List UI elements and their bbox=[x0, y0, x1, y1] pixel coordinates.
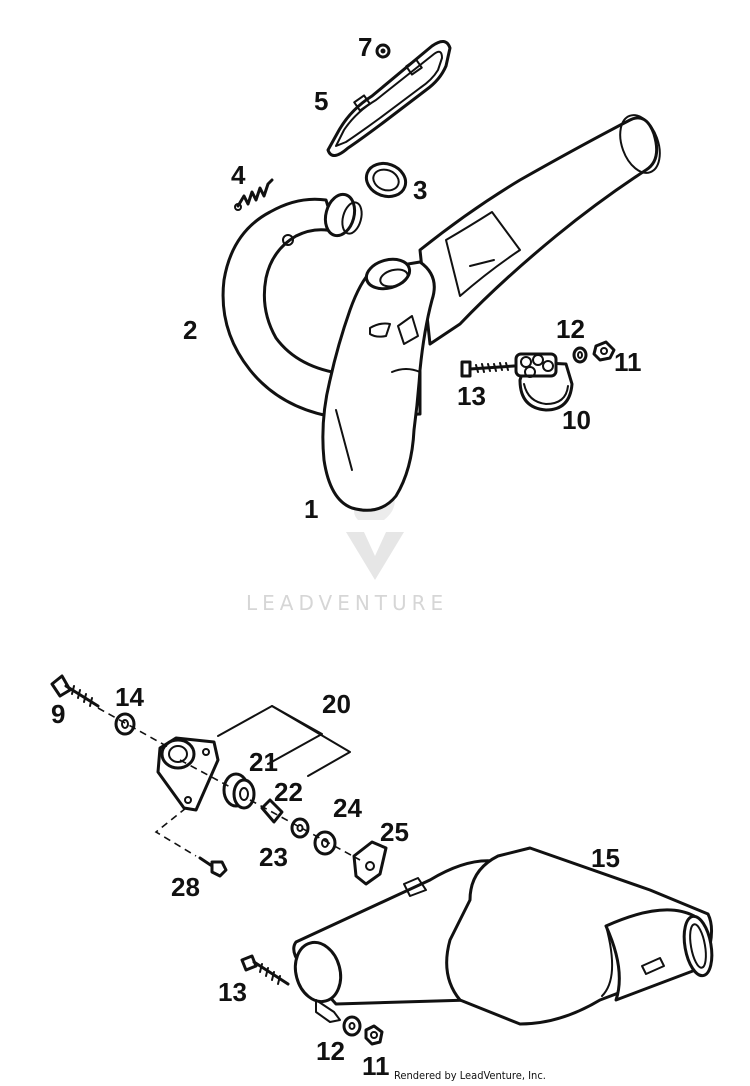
callout-1: 1 bbox=[304, 494, 318, 524]
part-11-nut-bottom bbox=[364, 1024, 384, 1046]
callout-12-top: 12 bbox=[556, 314, 585, 344]
callout-2: 2 bbox=[183, 315, 197, 345]
callout-13-top: 13 bbox=[457, 381, 486, 411]
callout-23: 23 bbox=[259, 842, 288, 872]
callout-15: 15 bbox=[591, 843, 620, 873]
callout-labels: 7 5 4 3 2 12 11 13 10 1 20 14 9 21 22 24… bbox=[51, 32, 642, 1081]
callout-25: 25 bbox=[380, 817, 409, 847]
part-21-grommet bbox=[222, 772, 256, 810]
part-25-clip bbox=[352, 840, 388, 886]
part-12-washer-top bbox=[572, 346, 588, 364]
part-11-nut-top bbox=[592, 340, 616, 362]
part-1-exhaust-pipe bbox=[321, 114, 661, 512]
part-4-spring bbox=[234, 178, 274, 211]
alignment-lines bbox=[97, 707, 361, 861]
watermark-text: LEADVENTURE bbox=[246, 591, 448, 615]
part-13-bolt-top bbox=[460, 360, 516, 378]
callout-4: 4 bbox=[231, 160, 246, 190]
callout-10: 10 bbox=[562, 405, 591, 435]
callout-3: 3 bbox=[413, 175, 427, 205]
part-10-clamp bbox=[514, 352, 574, 412]
rendered-by-footer: Rendered by LeadVenture, Inc. bbox=[394, 1069, 546, 1082]
part-28-screw bbox=[198, 856, 228, 878]
part-15-silencer bbox=[292, 846, 714, 1026]
part-9-bolt bbox=[50, 674, 100, 708]
part-5-heat-shield bbox=[326, 40, 452, 157]
part-14-washer bbox=[114, 712, 136, 736]
mounting-bracket bbox=[156, 736, 220, 812]
callout-14: 14 bbox=[115, 682, 144, 712]
callout-7: 7 bbox=[358, 32, 372, 62]
leader-lines-20 bbox=[217, 705, 351, 777]
part-7-screw bbox=[375, 43, 391, 59]
part-12-washer-bottom bbox=[342, 1015, 362, 1037]
callout-21: 21 bbox=[249, 747, 278, 777]
callout-9: 9 bbox=[51, 699, 65, 729]
part-23-washer bbox=[290, 817, 310, 839]
part-13-bolt-bottom bbox=[240, 954, 290, 986]
callout-13-bottom: 13 bbox=[218, 977, 247, 1007]
callout-5: 5 bbox=[314, 86, 328, 116]
callout-11-top: 11 bbox=[614, 347, 642, 377]
part-22-sleeve bbox=[260, 798, 284, 824]
callout-20: 20 bbox=[322, 689, 351, 719]
part-24-washer bbox=[313, 830, 337, 856]
callout-24: 24 bbox=[333, 793, 362, 823]
callout-28: 28 bbox=[171, 872, 200, 902]
part-3-gasket bbox=[364, 161, 408, 199]
callout-12-bottom: 12 bbox=[316, 1036, 345, 1066]
callout-22: 22 bbox=[274, 777, 303, 807]
callout-11-bottom: 11 bbox=[362, 1051, 390, 1081]
